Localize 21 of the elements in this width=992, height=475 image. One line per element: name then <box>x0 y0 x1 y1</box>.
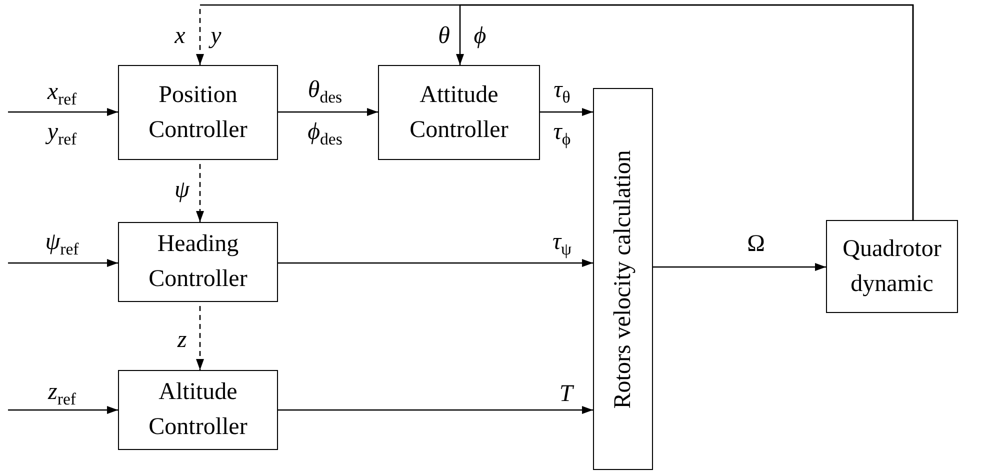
process-box <box>826 220 958 313</box>
arrow <box>8 406 118 414</box>
node-label: Position Controller <box>148 80 248 144</box>
node-label: Quadrotor dynamic <box>842 234 942 298</box>
dashed-arrow <box>196 4 914 220</box>
arrow <box>278 108 378 116</box>
node-label: Rotors velocity calculation <box>608 150 637 408</box>
arrow <box>540 108 593 116</box>
node-label: Altitude Controller <box>148 378 248 442</box>
arrow <box>278 406 593 414</box>
arrow <box>8 259 118 267</box>
arrow <box>8 108 118 116</box>
node-label: Heading Controller <box>148 230 248 294</box>
arrow <box>653 263 826 271</box>
process-box <box>378 65 540 160</box>
arrow <box>278 259 593 267</box>
process-box <box>118 65 278 160</box>
node-label: Attitude Controller <box>408 80 510 144</box>
process-box <box>593 88 653 470</box>
process-box <box>118 370 278 450</box>
process-box <box>118 222 278 302</box>
